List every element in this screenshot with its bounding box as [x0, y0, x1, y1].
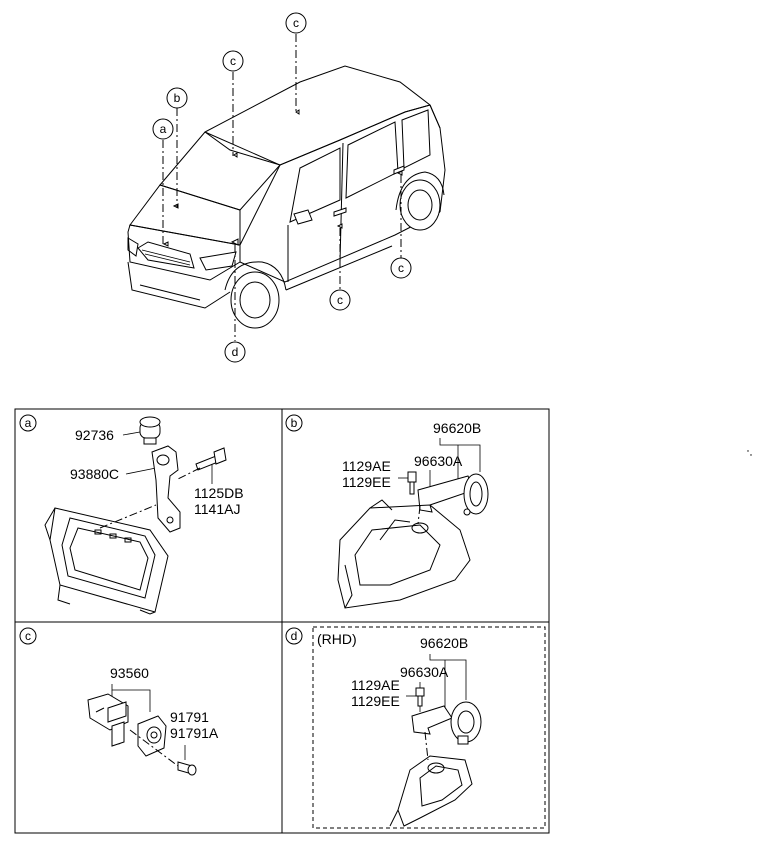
radiator-support-icon	[44, 507, 169, 615]
part-number-93560: 93560	[110, 665, 149, 681]
panel-c-tag: c	[19, 627, 37, 645]
svg-text:a: a	[160, 122, 167, 136]
callout-a: a	[152, 118, 174, 140]
svg-text:a: a	[25, 416, 32, 430]
part-number-92736: 92736	[75, 427, 114, 443]
switch-boot-icon	[137, 715, 167, 757]
part-number-1129EE: 1129EE	[342, 474, 391, 490]
door-switch-icon	[87, 693, 129, 747]
svg-text:d: d	[291, 629, 298, 643]
horn-icon	[417, 473, 489, 516]
callout-c-rear-door: c	[390, 257, 412, 279]
part-number-96630A: 96630A	[400, 664, 449, 680]
body-panel-icon	[337, 499, 471, 609]
screw-icon	[177, 761, 197, 776]
panel-a-tag: a	[19, 414, 37, 432]
bolt-icon	[407, 471, 417, 495]
panel-d-tag: d	[285, 627, 303, 645]
rhd-dashed-frame	[312, 626, 546, 829]
panel-b: b 96620B 96630A 1129AE 1129EE	[285, 414, 489, 609]
part-number-1129AE: 1129AE	[342, 458, 391, 474]
svg-text:c: c	[398, 261, 404, 275]
svg-text:d: d	[232, 345, 239, 359]
car-illustration	[127, 65, 446, 329]
rhd-note: (RHD)	[317, 631, 357, 647]
part-number-1129AE: 1129AE	[351, 677, 400, 693]
part-number-93880C: 93880C	[70, 466, 119, 482]
part-number-1125DB: 1125DB	[194, 485, 244, 501]
svg-text:b: b	[174, 91, 181, 105]
horn-icon	[411, 701, 482, 745]
panel-a: a 92736 93880C 1125DB 1141AJ	[19, 414, 244, 615]
svg-text:c: c	[337, 293, 343, 307]
bolt-icon	[415, 687, 425, 707]
panel-d: d (RHD) 96620B 96630A 1129AE 1129EE	[285, 626, 546, 829]
part-number-96620B: 96620B	[433, 420, 481, 436]
part-number-96630A: 96630A	[414, 453, 463, 469]
hood-switch-cap-icon	[139, 416, 161, 445]
callout-c-roof: c	[285, 12, 307, 34]
svg-text:c: c	[293, 16, 299, 30]
svg-text:c: c	[25, 629, 31, 643]
part-number-1141AJ: 1141AJ	[194, 501, 240, 517]
panel-b-tag: b	[285, 414, 303, 432]
callout-b: b	[166, 87, 188, 109]
callout-c-front-door: c	[329, 289, 351, 311]
body-panel-icon	[389, 755, 473, 827]
callout-d: d	[224, 341, 246, 363]
part-number-91791A: 91791A	[170, 725, 219, 741]
panel-c: c 93560 91791 91791A	[19, 627, 219, 776]
callout-c-hood: c	[222, 50, 244, 72]
part-number-91791: 91791	[170, 709, 209, 725]
part-number-96620B: 96620B	[420, 635, 468, 651]
hood-switch-bracket-icon	[151, 445, 181, 533]
svg-text:c: c	[230, 54, 236, 68]
svg-text:b: b	[291, 416, 298, 430]
part-number-1129EE: 1129EE	[351, 693, 400, 709]
bolt-icon	[195, 447, 227, 471]
